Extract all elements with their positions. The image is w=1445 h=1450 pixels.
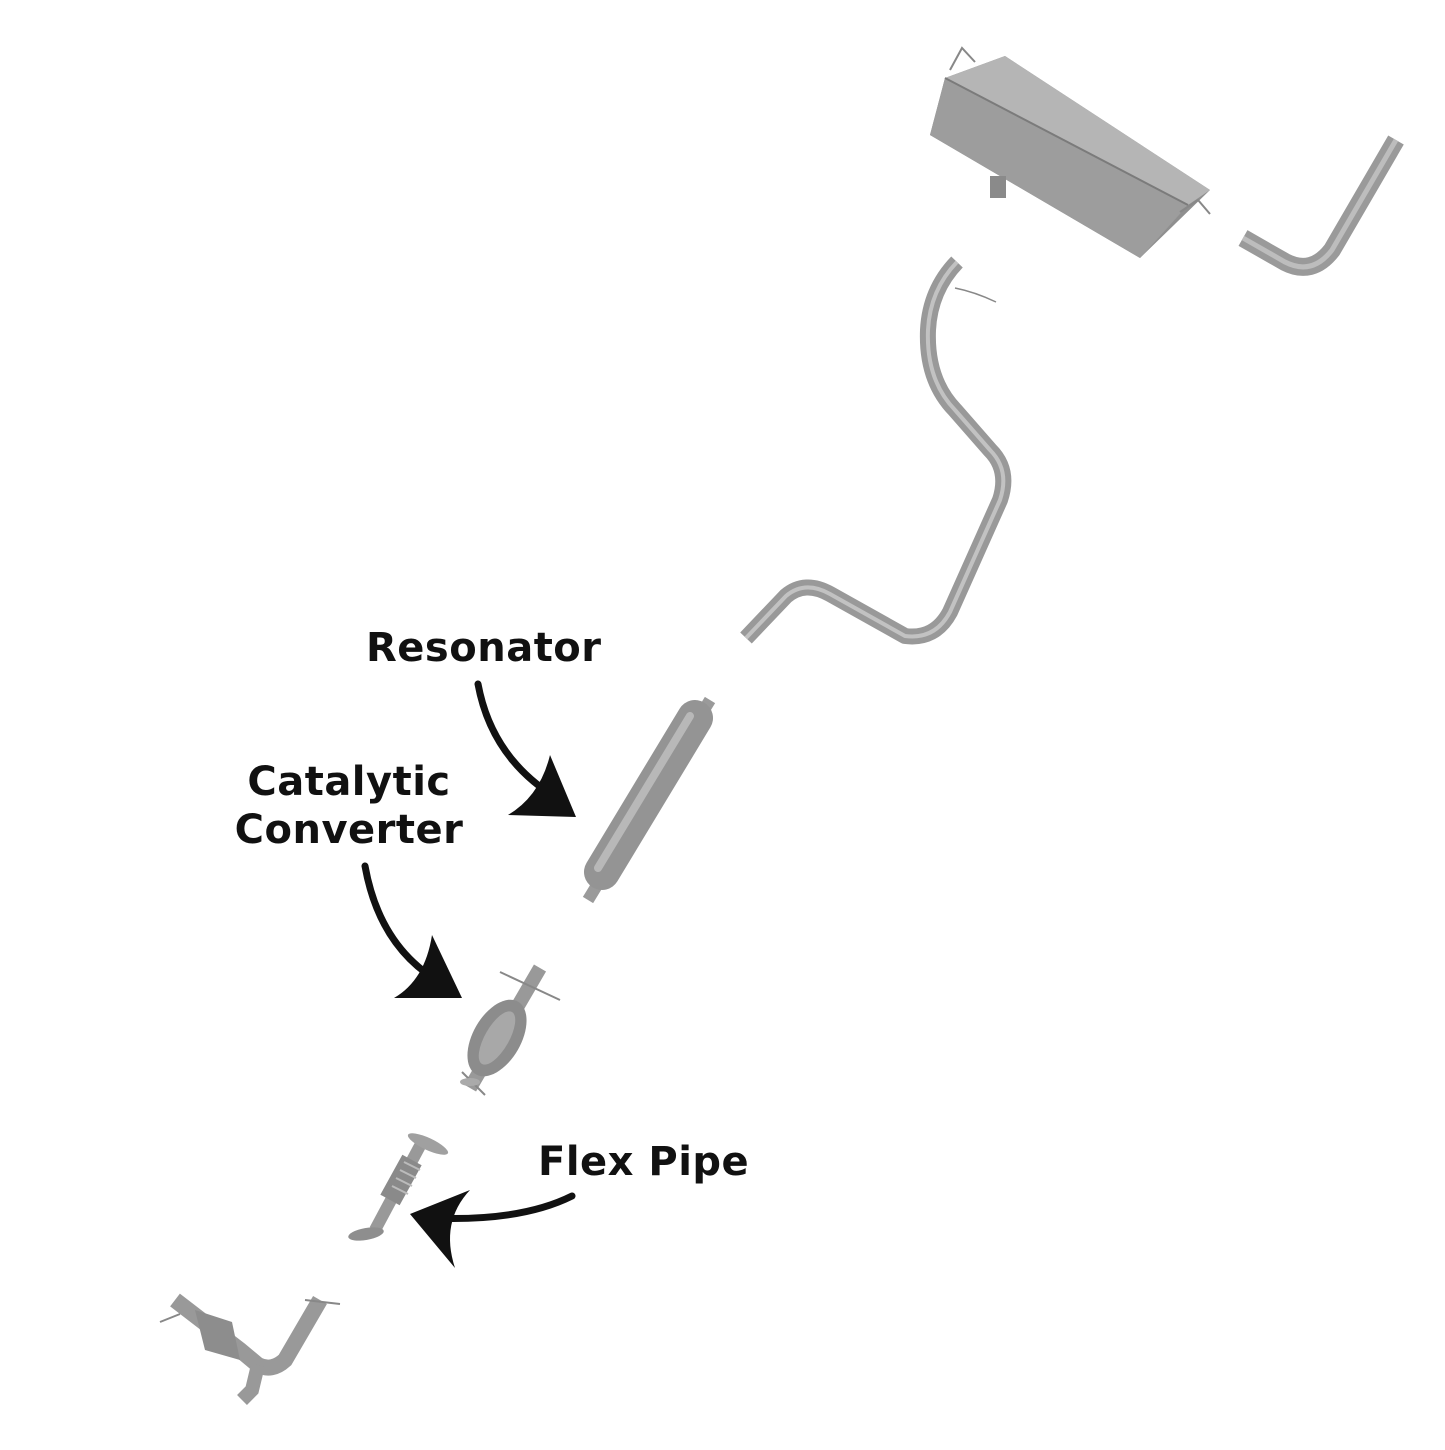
catalytic-converter-part [460,964,561,1096]
label-resonator: Resonator [366,625,602,671]
label-catalytic-converter: Catalytic Converter [234,758,464,854]
muffler [930,46,1211,258]
label-catalytic-line1: Catalytic [247,759,451,805]
arrow-flex-pipe [410,1190,576,1268]
resonator-part [582,696,716,904]
front-pipe-part [159,1293,341,1405]
label-flex-pipe: Flex Pipe [538,1139,750,1185]
tail-pipe [1238,135,1404,276]
arrow-catalytic [361,862,462,998]
arrow-resonator [474,680,576,817]
label-catalytic-line2: Converter [234,807,464,853]
flex-pipe-part [348,1133,449,1241]
intermediate-pipe [740,256,1012,645]
